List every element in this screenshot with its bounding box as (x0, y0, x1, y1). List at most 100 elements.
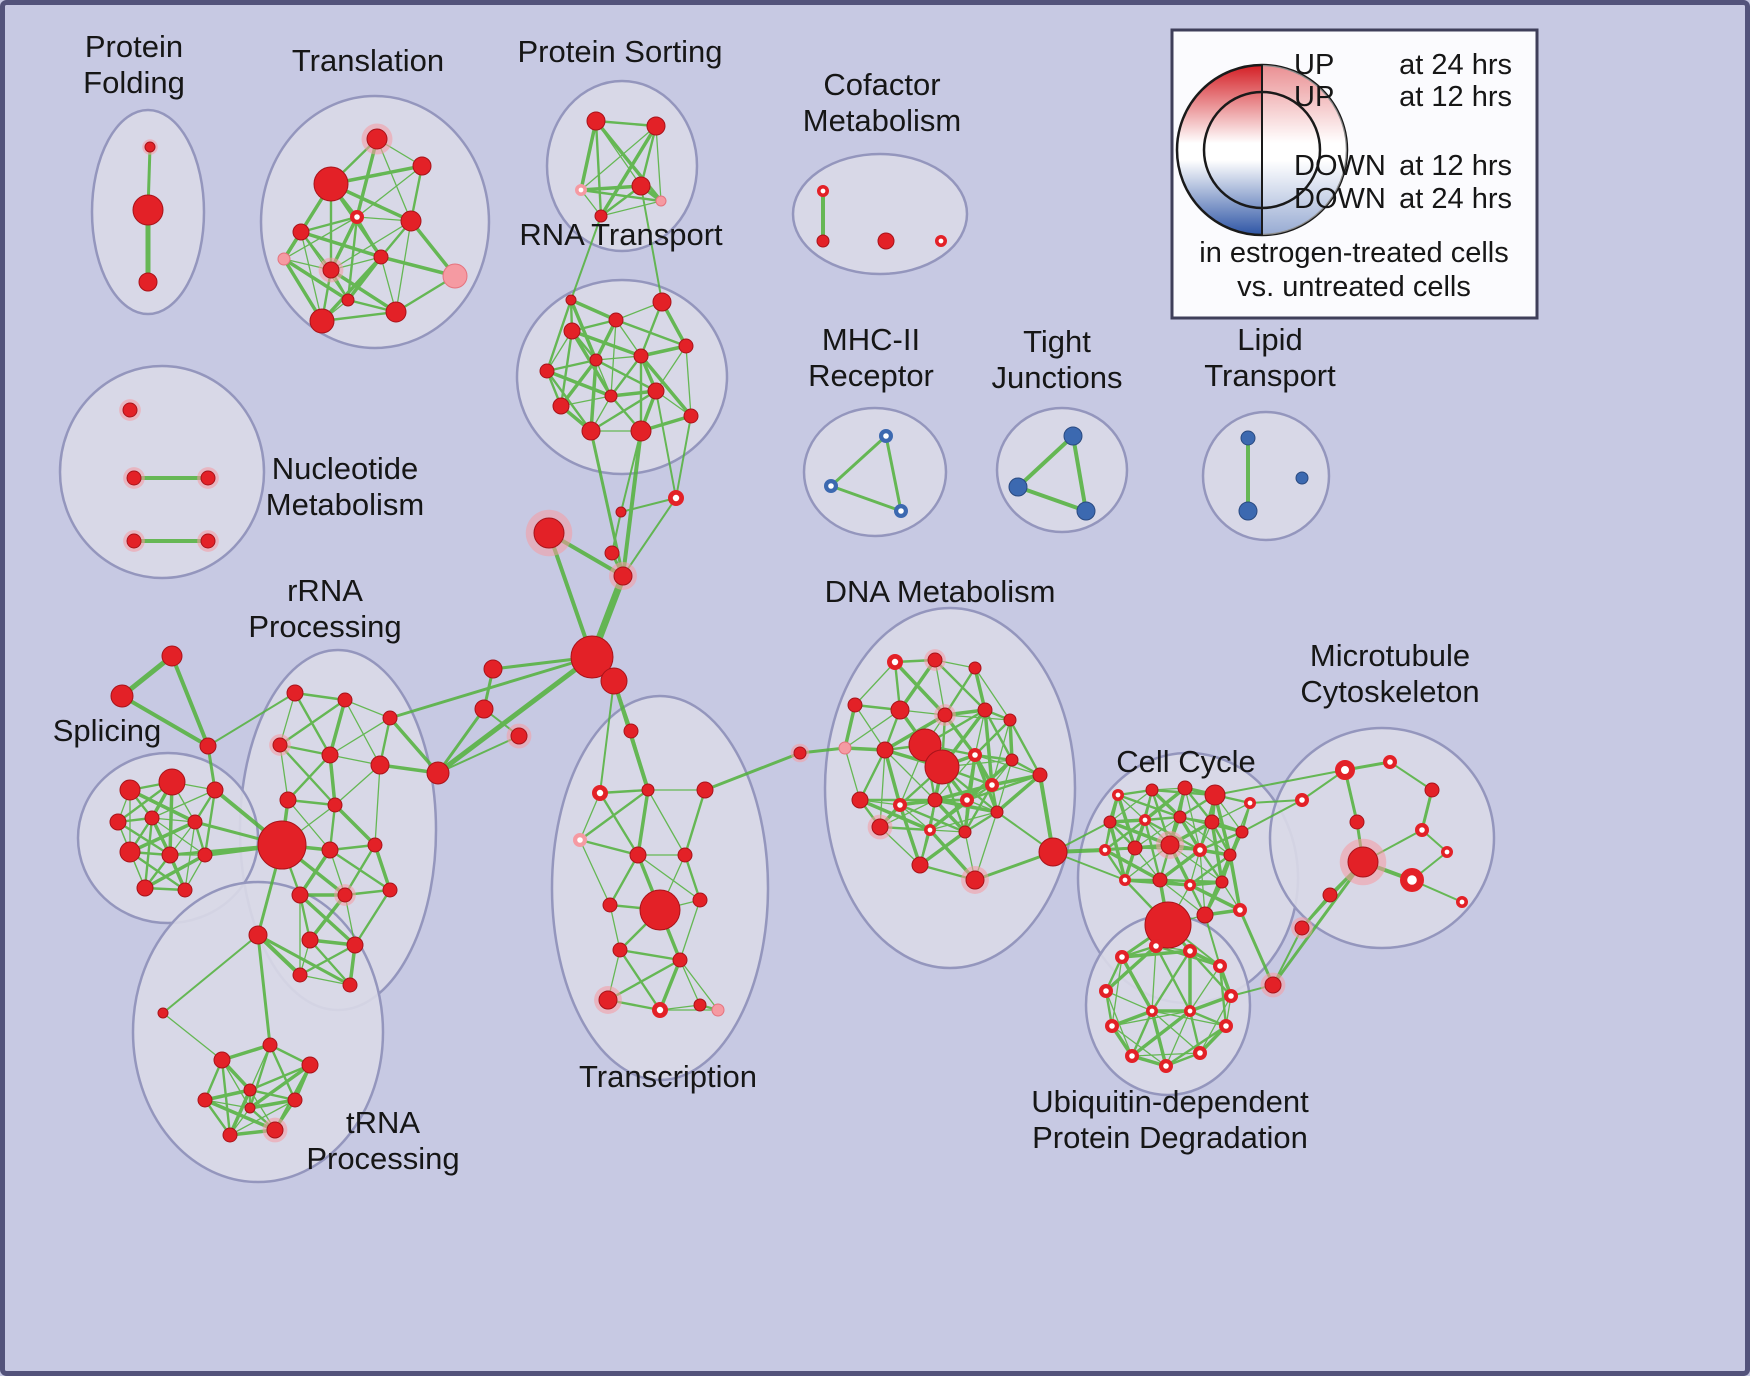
node-translation-6 (442, 263, 468, 289)
edge (933, 658, 987, 712)
legend-direction-label: UP (1294, 49, 1334, 81)
node-rna_transport-0 (563, 322, 581, 340)
node-cell_cycle-0 (1112, 788, 1125, 801)
edge (829, 434, 888, 488)
edge (598, 791, 640, 857)
edge (1179, 816, 1231, 856)
node-rna_transport-4 (589, 353, 603, 367)
node-cell_cycle-5 (1103, 815, 1117, 829)
node-protein_sorting-2 (574, 184, 587, 197)
edge (170, 654, 210, 748)
node-dna_metabolism-19 (959, 792, 974, 807)
edge (1143, 818, 1162, 882)
edge (344, 699, 381, 766)
node-dna_metabolism-24 (911, 856, 929, 874)
node-transcription-4 (629, 846, 647, 864)
edge (598, 788, 650, 795)
edge (983, 708, 994, 787)
edge (618, 948, 682, 962)
cluster-label-tight_junctions: Junctions (992, 360, 1123, 395)
node-protein_folding-1 (132, 194, 164, 226)
edge (356, 165, 423, 218)
node-hub-16 (1260, 972, 1286, 998)
edge (683, 788, 707, 857)
node-transcription-1 (641, 783, 655, 797)
edge (1204, 914, 1221, 967)
edge (639, 124, 658, 188)
node-dna_metabolism-25 (961, 866, 989, 894)
edge (1241, 799, 1303, 833)
node-rna_transport-10 (581, 421, 601, 441)
node-transcription-14 (711, 1003, 725, 1017)
node-cell_cycle-2 (1177, 780, 1193, 796)
node-ubiquitin_degradation-4 (1098, 983, 1113, 998)
edge (569, 298, 598, 362)
cluster-ellipse-microtubule_cytoskeleton (1268, 726, 1496, 950)
node-rna_transport-13 (565, 294, 577, 306)
edge (1105, 990, 1153, 1012)
node-transcription-9 (612, 942, 628, 958)
node-splicing-9 (136, 879, 154, 897)
edge (1103, 848, 1127, 882)
node-dna_metabolism-3 (847, 697, 863, 713)
edge (203, 1088, 252, 1102)
node-transcription-2 (696, 781, 714, 799)
edge (162, 1012, 223, 1061)
edge (594, 119, 603, 218)
node-rrna_processing-11 (291, 886, 309, 904)
edge (595, 355, 642, 361)
node-splicing-5 (187, 814, 203, 830)
node-dna_metabolism-7 (1003, 713, 1017, 727)
edge (256, 933, 352, 987)
edge (308, 938, 352, 987)
cluster-label-dna_metabolism: DNA Metabolism (825, 574, 1056, 609)
node-rrna_processing-7 (327, 797, 343, 813)
node-cofactor_metabolism-1 (816, 234, 830, 248)
node-cell_cycle-18 (1215, 875, 1229, 889)
node-trna_processing-0 (248, 925, 268, 945)
edge (356, 216, 382, 258)
node-microtubule_cytoskeleton-0 (1335, 760, 1355, 780)
edge (883, 748, 902, 807)
node-dna_metabolism-13 (1005, 753, 1019, 767)
edge (570, 215, 602, 301)
edge (879, 749, 886, 828)
node-nucleotide_metabolism-1 (123, 467, 145, 489)
edge (884, 434, 903, 513)
node-trna_processing-9 (262, 1117, 288, 1143)
edge (620, 430, 642, 513)
edge (569, 298, 618, 322)
cluster-label-rna_transport: RNA Transport (519, 217, 723, 252)
node-hub-15 (1038, 837, 1068, 867)
edge (578, 788, 650, 842)
edge (248, 1088, 297, 1102)
node-ubiquitin_degradation-9 (1158, 1058, 1173, 1073)
edge (622, 497, 677, 577)
edge (858, 798, 932, 832)
node-dna_metabolism-1 (924, 649, 946, 671)
edge (248, 1043, 272, 1110)
node-hub-0 (668, 489, 685, 506)
node-trna_processing-5 (197, 1092, 213, 1108)
node-cofactor_metabolism-3 (934, 235, 947, 248)
node-splicing-7 (161, 846, 179, 864)
edge (1271, 860, 1365, 987)
edge (579, 184, 643, 192)
node-cell_cycle-10 (1099, 843, 1112, 856)
node-rrna_processing-3 (269, 734, 291, 756)
edge (858, 748, 887, 802)
edge (1008, 718, 1014, 762)
cluster-label-protein_folding: Folding (83, 65, 185, 100)
legend-time-label: at 24 hrs (1399, 49, 1512, 81)
node-cell_cycle-12 (1156, 831, 1184, 859)
node-rrna_processing-1 (337, 692, 353, 708)
edge (395, 220, 412, 313)
legend-caption: vs. untreated cells (1237, 271, 1471, 303)
edge (1228, 853, 1242, 912)
edge (299, 215, 359, 234)
node-rna_transport-3 (539, 363, 555, 379)
edge (658, 958, 682, 1012)
edge (963, 753, 977, 834)
node-translation-7 (318, 257, 344, 283)
